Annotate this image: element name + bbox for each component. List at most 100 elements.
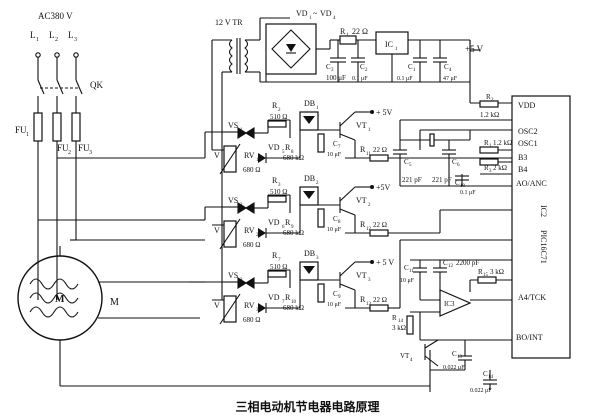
c2-sub: 2 <box>365 68 368 73</box>
db3-label: DB <box>304 249 315 258</box>
vt1-sub: 1 <box>368 128 371 133</box>
bridge-rectifier <box>265 23 317 75</box>
c12-label: C <box>443 259 448 267</box>
power-supply: 12 V TR VD 1 ~ VD 4 R 1 <box>211 9 512 300</box>
vd6-sub: 6 <box>282 225 285 230</box>
phase-label-l1: L <box>30 30 36 40</box>
bridge-sub-1: 1 <box>309 16 312 21</box>
fuse-label-3: FU <box>78 143 90 153</box>
c9-value: 10 μF <box>327 302 342 308</box>
rv3-label: RV <box>244 301 255 310</box>
c8-value: 10 μF <box>327 227 342 233</box>
c12-sub: 12 <box>448 264 454 269</box>
r-out-2-label: R <box>360 220 366 229</box>
c14-label: C <box>483 370 488 378</box>
ic3-label: IC3 <box>444 300 455 308</box>
vs2-label: VS <box>228 196 238 205</box>
fuse-sub-1: 1 <box>26 132 29 138</box>
r-top-3-sub: 7 <box>278 258 281 263</box>
v2-label: V <box>214 226 220 235</box>
resistor-r2-osc <box>479 100 499 108</box>
comparator-ic3 <box>439 289 472 317</box>
r-mid-1-sub: 8 <box>291 150 294 155</box>
rv1-sub: 1 <box>256 158 259 163</box>
rv2-label: RV <box>244 226 255 235</box>
vd5-sub: 5 <box>282 150 285 155</box>
c3-sub: 3 <box>331 68 334 73</box>
c12-value: 2200 pF <box>456 259 479 267</box>
phase-channel-1: VS 1 RV 1 680 Ω V VD 5 R 2 510 Ω DB 1 R … <box>204 99 512 175</box>
vd5-label: VD <box>268 143 280 152</box>
switch-label: QK <box>90 80 103 90</box>
resistor-r-mid-3 <box>317 283 325 303</box>
phase-sub-l3: 3 <box>74 37 77 43</box>
c8-sub: 8 <box>338 220 341 225</box>
r15-sub: 15 <box>483 273 489 278</box>
c2-value: 0.1 μF <box>352 76 368 82</box>
r14-label: R <box>392 314 397 322</box>
fuse-fu1 <box>33 112 43 142</box>
vd6-label: VD <box>268 218 280 227</box>
c6-label: C <box>452 158 457 166</box>
resistor-r3-osc <box>479 158 499 166</box>
motor: M M <box>17 246 212 387</box>
r-out-1-sub: 11 <box>366 152 371 157</box>
r1-osc-sub: 1 <box>489 144 492 149</box>
bridge-label: VD <box>296 9 308 18</box>
rv1-value: 680 Ω <box>243 166 260 174</box>
c10-value: 0.1 μF <box>460 190 476 196</box>
vt2-label: VT <box>356 196 367 205</box>
fuse-fu3 <box>71 112 81 142</box>
vcc-3-label: + 5 V <box>376 258 394 267</box>
fuse-label-2: FU <box>57 143 69 153</box>
mcu-ic2: VDD OSC2 OSC1 B3 B4 AO/ANC A4/TCK BO/INT… <box>511 95 571 359</box>
c11-sub: 11 <box>409 269 414 274</box>
c2-label: C <box>360 63 365 71</box>
motor-tag: M <box>110 297 119 308</box>
terminal-l1 <box>35 52 41 58</box>
diode-vd5 <box>258 153 266 163</box>
resistor-r-out-1 <box>369 154 389 162</box>
c4-value: 47 μF <box>443 76 458 82</box>
rv3-sub: 3 <box>256 308 259 313</box>
r-top-1-sub: 2 <box>278 108 281 113</box>
r-top-3-label: R <box>272 251 278 260</box>
c3-value: 100 μF <box>326 74 346 82</box>
bridge-diamond <box>271 29 311 69</box>
c11-label: C <box>404 264 409 272</box>
phase-sub-l2: 2 <box>55 37 58 43</box>
terminal-l3 <box>73 52 79 58</box>
r1-label: R <box>340 27 346 36</box>
resistor-r14 <box>406 315 414 335</box>
pin-bo-int: BO/INT <box>516 333 543 342</box>
transistor-vt2 <box>339 186 356 216</box>
crystal <box>429 133 435 147</box>
rv3-value: 680 Ω <box>243 316 260 324</box>
v3-label: V <box>214 301 220 310</box>
r1-osc-label: R <box>484 139 489 147</box>
bridge-label-2: VD <box>320 9 332 18</box>
r3-osc-label: R <box>484 164 489 172</box>
output-bus <box>190 207 512 308</box>
vcc-label: +5 V <box>465 44 484 54</box>
figure-caption: 三相电动机节电器电路原理 <box>235 400 380 414</box>
c13-sub: 13 <box>457 355 463 360</box>
r1-osc-value: 1.2 kΩ <box>493 139 512 147</box>
resistor-r-out-3 <box>369 304 389 312</box>
transformer-label: 12 V TR <box>215 18 243 27</box>
r-mid-3-value: 680 kΩ <box>283 304 304 312</box>
c4-label: C <box>444 63 449 71</box>
c7-label: C <box>333 140 338 148</box>
rv1-label: RV <box>244 151 255 160</box>
triac-vs2 <box>222 195 269 214</box>
transistor-vt3 <box>339 261 356 291</box>
triac-vs1 <box>222 120 269 139</box>
fuses <box>33 112 81 142</box>
resistor-r-top-2 <box>267 195 287 203</box>
r14-value: 3 kΩ <box>392 324 406 332</box>
vt4-label: VT <box>400 352 410 360</box>
db1-label: DB <box>304 99 315 108</box>
r-top-1-value: 510 Ω <box>270 113 287 121</box>
pin-b4: B4 <box>518 165 527 174</box>
r-mid-3-sub: 10 <box>291 300 297 305</box>
